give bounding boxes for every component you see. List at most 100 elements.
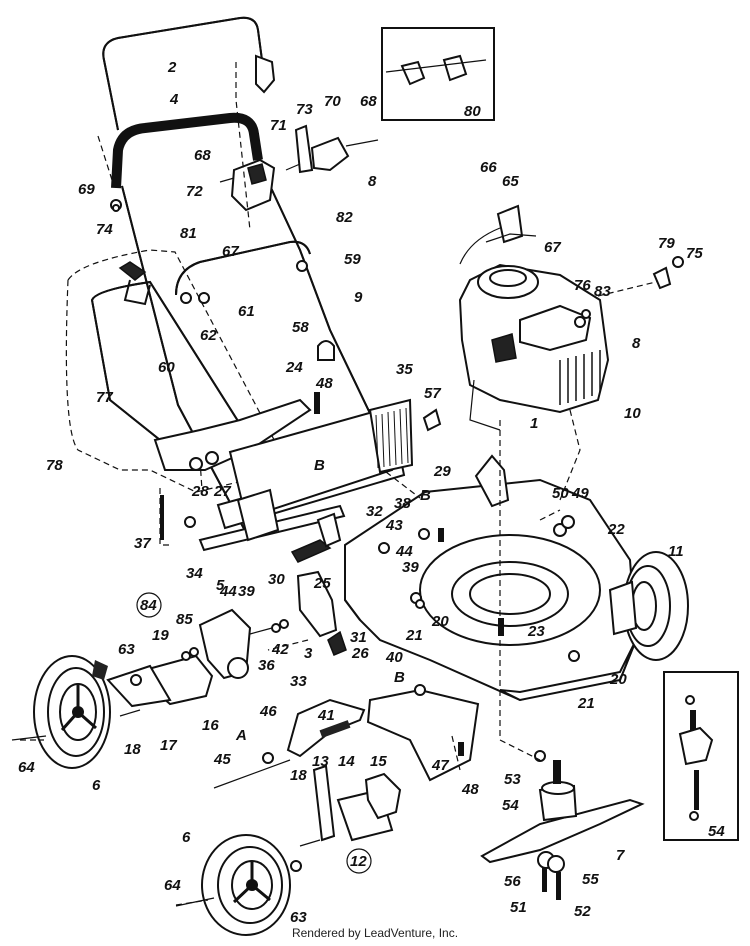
front-wheel[interactable] bbox=[201, 834, 291, 936]
label-p59: 59 bbox=[344, 251, 361, 268]
label-p42: 42 bbox=[271, 641, 289, 658]
label-p12: 12 bbox=[350, 853, 367, 870]
label-p39a: 39 bbox=[238, 583, 255, 600]
label-p22: 22 bbox=[607, 521, 625, 538]
label-p47: 47 bbox=[431, 757, 449, 774]
label-p83: 83 bbox=[594, 283, 611, 300]
label-circle-84 bbox=[136, 592, 162, 618]
label-p41: 41 bbox=[317, 707, 335, 724]
upper-handle[interactable] bbox=[102, 16, 276, 131]
label-p64b: 64 bbox=[164, 877, 181, 894]
label-lB3: B bbox=[394, 669, 405, 686]
label-p62: 62 bbox=[200, 327, 217, 344]
label-p77: 77 bbox=[96, 389, 113, 406]
label-p11: 11 bbox=[668, 543, 684, 560]
label-lA: A bbox=[235, 727, 247, 744]
label-p55: 55 bbox=[582, 871, 599, 888]
label-p7: 7 bbox=[616, 847, 625, 864]
label-p16: 16 bbox=[202, 717, 219, 734]
label-p76: 76 bbox=[574, 277, 591, 294]
label-lB1: B bbox=[314, 457, 325, 474]
handle-grip[interactable] bbox=[111, 112, 263, 189]
label-p81: 81 bbox=[180, 225, 197, 242]
label-p39b: 39 bbox=[402, 559, 419, 576]
label-p43: 43 bbox=[385, 517, 403, 534]
engine[interactable] bbox=[458, 263, 610, 431]
label-p67a: 67 bbox=[222, 243, 239, 260]
height-adjuster[interactable] bbox=[290, 512, 347, 656]
label-p3: 3 bbox=[304, 645, 313, 662]
label-p54a: 54 bbox=[502, 797, 519, 814]
label-p6b: 6 bbox=[182, 829, 191, 846]
label-p24: 24 bbox=[285, 359, 303, 376]
label-p64a: 64 bbox=[18, 759, 35, 776]
rear-wheel-bracket[interactable] bbox=[106, 608, 252, 708]
label-p14: 14 bbox=[338, 753, 355, 770]
label-p21a: 21 bbox=[405, 627, 423, 644]
label-p84: 84 bbox=[140, 597, 157, 614]
label-p79: 79 bbox=[658, 235, 675, 252]
label-p27: 27 bbox=[213, 483, 231, 500]
label-lB2: B bbox=[420, 487, 431, 504]
label-circle-12 bbox=[346, 848, 372, 874]
blade-assembly[interactable] bbox=[480, 750, 645, 900]
inset-box-54 bbox=[663, 671, 739, 841]
label-p31: 31 bbox=[350, 629, 367, 646]
lower-handle[interactable] bbox=[121, 159, 379, 541]
label-p37: 37 bbox=[134, 535, 151, 552]
label-p2: 2 bbox=[167, 59, 177, 76]
label-p8a: 8 bbox=[368, 173, 377, 190]
label-p58: 58 bbox=[292, 319, 309, 336]
label-p28: 28 bbox=[191, 483, 209, 500]
label-p20a: 20 bbox=[431, 613, 449, 630]
footer-credit: Rendered by LeadVenture, Inc. bbox=[291, 926, 459, 940]
label-p44a: 44 bbox=[219, 583, 237, 600]
label-p63b: 63 bbox=[290, 909, 307, 926]
label-p10: 10 bbox=[624, 405, 641, 422]
label-p33: 33 bbox=[290, 673, 307, 690]
label-p85: 85 bbox=[176, 611, 193, 628]
label-p8b: 8 bbox=[632, 335, 641, 352]
part-labels: 2 4 68 69 74 72 71 73 70 68 8 82 67 81 5… bbox=[18, 59, 725, 926]
throttle-cable[interactable] bbox=[459, 204, 537, 265]
label-p54b: 54 bbox=[708, 823, 725, 840]
label-p65: 65 bbox=[502, 173, 519, 190]
label-p57: 57 bbox=[424, 385, 441, 402]
label-p15: 15 bbox=[370, 753, 387, 770]
label-p75: 75 bbox=[686, 245, 703, 262]
label-p36: 36 bbox=[258, 657, 275, 674]
front-deflector[interactable] bbox=[213, 688, 480, 842]
label-p51: 51 bbox=[510, 899, 527, 916]
label-p56: 56 bbox=[504, 873, 521, 890]
label-p60: 60 bbox=[158, 359, 175, 376]
label-p80: 80 bbox=[464, 103, 481, 120]
label-p17: 17 bbox=[160, 737, 177, 754]
label-p6a: 6 bbox=[92, 777, 101, 794]
label-p68b: 68 bbox=[360, 93, 377, 110]
label-p4: 4 bbox=[169, 91, 179, 108]
label-p73: 73 bbox=[296, 101, 313, 118]
rear-wheel[interactable] bbox=[33, 655, 111, 769]
label-p18b: 18 bbox=[290, 767, 307, 784]
label-p20b: 20 bbox=[609, 671, 627, 688]
label-p34: 34 bbox=[186, 565, 203, 582]
label-p9: 9 bbox=[354, 289, 363, 306]
throttle-control-bracket[interactable] bbox=[219, 124, 379, 212]
label-p44b: 44 bbox=[395, 543, 413, 560]
label-p18a: 18 bbox=[124, 741, 141, 758]
label-p38: 38 bbox=[394, 495, 411, 512]
label-p29: 29 bbox=[433, 463, 451, 480]
inset-box-80 bbox=[381, 27, 495, 121]
label-p82: 82 bbox=[336, 209, 353, 226]
rear-deflector-assembly[interactable] bbox=[198, 398, 414, 552]
label-p74: 74 bbox=[96, 221, 113, 238]
label-p78: 78 bbox=[46, 457, 63, 474]
right-wheel[interactable] bbox=[608, 551, 689, 661]
label-p23: 23 bbox=[527, 623, 545, 640]
label-p70: 70 bbox=[324, 93, 341, 110]
label-p32: 32 bbox=[366, 503, 383, 520]
label-p69: 69 bbox=[78, 181, 95, 198]
label-p52: 52 bbox=[574, 903, 591, 920]
label-p61: 61 bbox=[238, 303, 255, 320]
label-p26: 26 bbox=[351, 645, 369, 662]
